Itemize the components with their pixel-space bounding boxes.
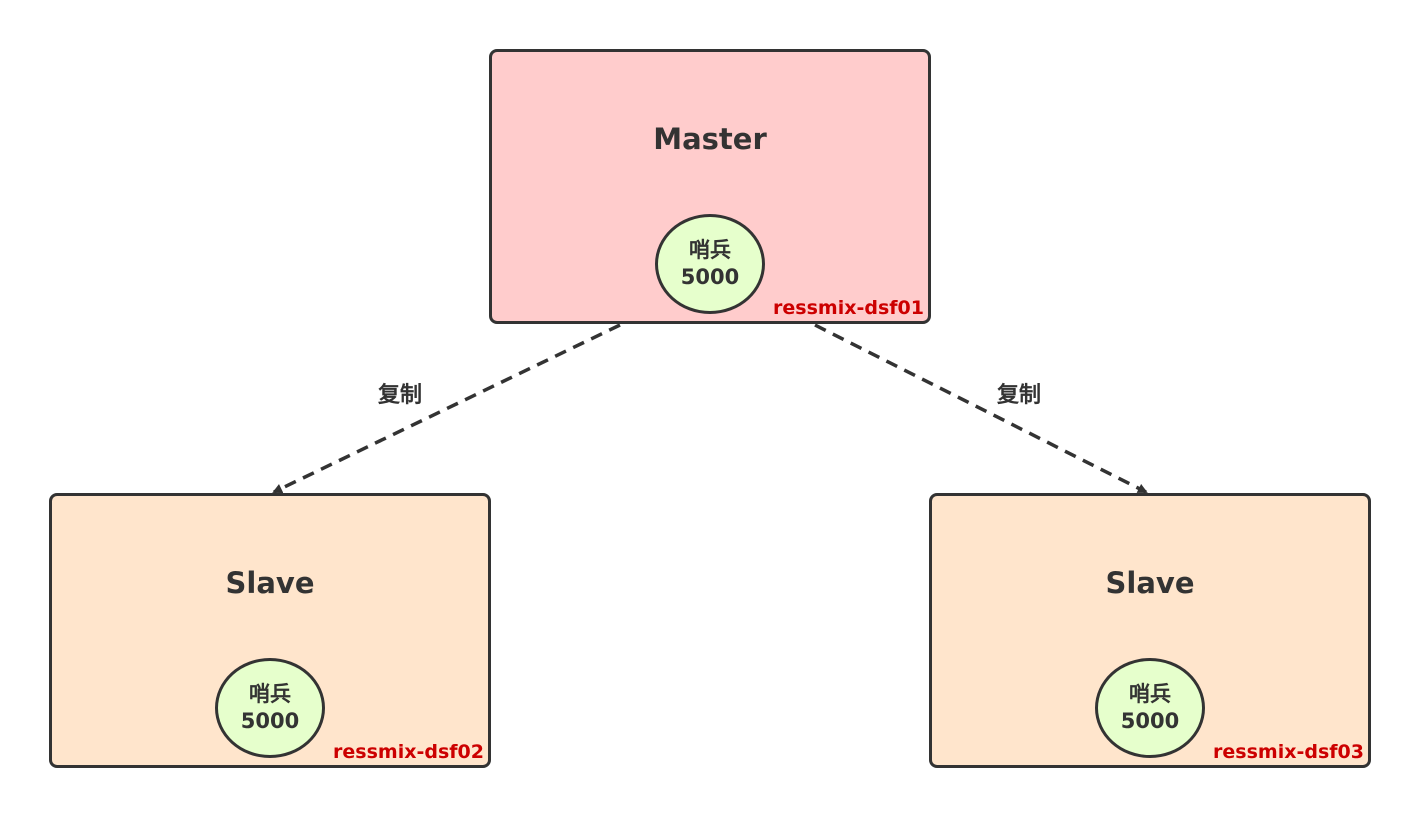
edge-master-to-slave-left [272, 323, 621, 494]
master-node[interactable]: Master 哨兵 5000 ressmix-dsf01 [489, 49, 931, 324]
edge-label-replicate-right: 复制 [997, 383, 1042, 408]
edge-master-to-slave-right [814, 323, 1148, 494]
slave-left-sentinel-port: 5000 [240, 709, 300, 733]
master-title: Master [653, 122, 767, 156]
slave-left-host-label: ressmix-dsf02 [333, 741, 484, 763]
slave-right-sentinel-label: 哨兵 [1129, 682, 1171, 706]
master-sentinel-label: 哨兵 [689, 238, 731, 262]
slave-right-sentinel[interactable]: 哨兵 5000 [1095, 658, 1205, 758]
master-host-label: ressmix-dsf01 [773, 297, 924, 319]
master-sentinel[interactable]: 哨兵 5000 [655, 214, 765, 314]
slave-right-title: Slave [1105, 566, 1195, 600]
slave-left-sentinel-label: 哨兵 [249, 682, 291, 706]
slave-right-sentinel-port: 5000 [1120, 709, 1180, 733]
slave-right-node[interactable]: Slave 哨兵 5000 ressmix-dsf03 [929, 493, 1371, 768]
slave-left-title: Slave [225, 566, 315, 600]
edge-label-replicate-left: 复制 [378, 383, 423, 408]
slave-left-node[interactable]: Slave 哨兵 5000 ressmix-dsf02 [49, 493, 491, 768]
slave-left-sentinel[interactable]: 哨兵 5000 [215, 658, 325, 758]
master-sentinel-port: 5000 [680, 265, 740, 289]
slave-right-host-label: ressmix-dsf03 [1213, 741, 1364, 763]
